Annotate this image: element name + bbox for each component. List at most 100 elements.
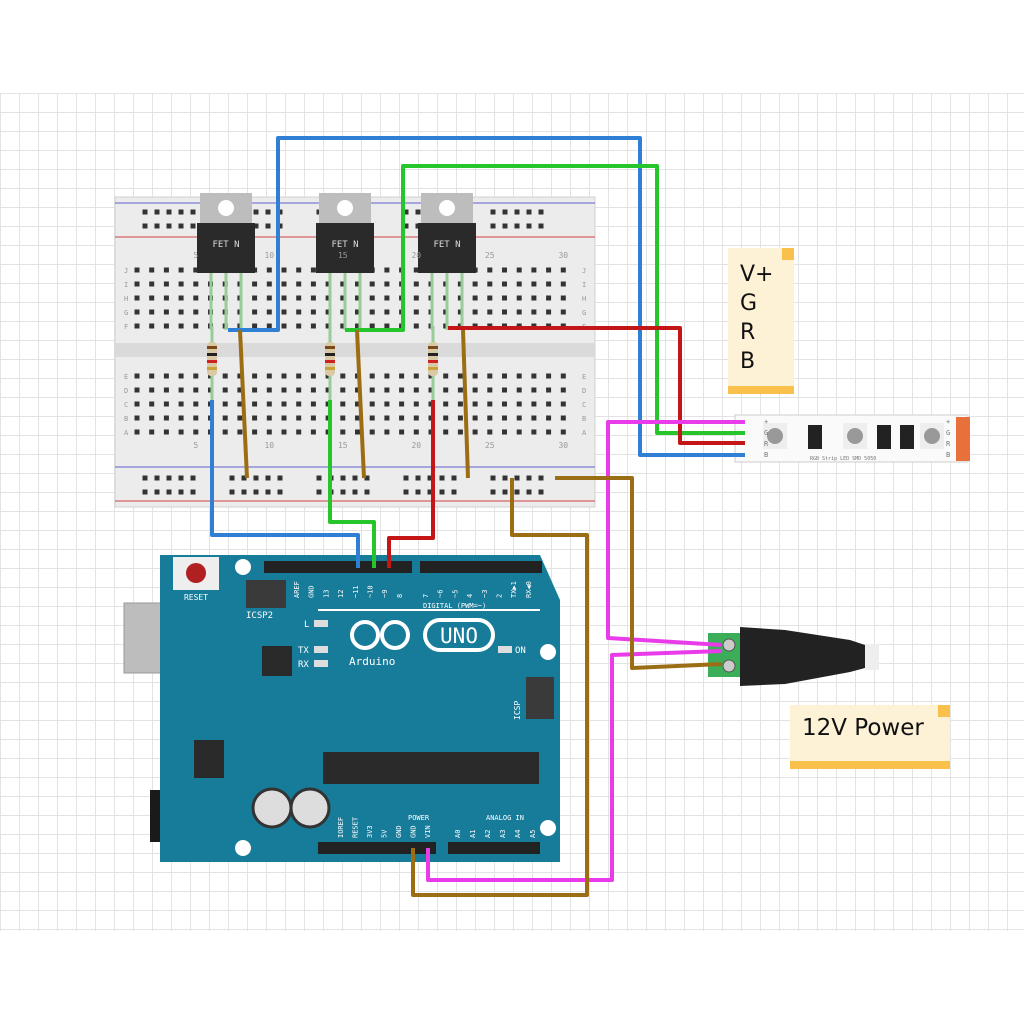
breadboard-hole — [516, 415, 522, 421]
digital-pin-label: RX◀0 — [525, 581, 533, 598]
brown-wire[interactable] — [238, 329, 249, 479]
column-number: 15 — [338, 251, 348, 260]
breadboard-hole — [149, 295, 155, 301]
row-letter: A — [582, 429, 587, 437]
breadboard-hole — [546, 401, 552, 407]
breadboard-hole — [310, 295, 316, 301]
led-l-label: L — [304, 620, 309, 630]
rail-hole — [427, 489, 433, 495]
red-wire[interactable] — [448, 326, 745, 445]
breadboard-hole — [325, 309, 331, 315]
resistor[interactable] — [207, 326, 217, 404]
dc-power-jack[interactable] — [708, 627, 879, 686]
breadboard-hole — [252, 429, 258, 435]
blue-wire[interactable] — [210, 400, 360, 568]
magenta-wire[interactable] — [606, 420, 745, 647]
breadboard-hole — [281, 401, 287, 407]
breadboard-hole — [413, 373, 419, 379]
magenta-wire[interactable] — [426, 649, 723, 882]
rail-hole — [526, 489, 532, 495]
rail-hole — [538, 475, 544, 481]
digital-pin-label: AREF — [293, 581, 301, 598]
rail-hole — [190, 209, 196, 215]
breadboard-hole — [178, 429, 184, 435]
breadboard-hole — [472, 387, 478, 393]
resistor[interactable] — [325, 326, 335, 404]
breadboard-hole — [516, 373, 522, 379]
breadboard-hole — [384, 267, 390, 273]
breadboard-hole — [472, 401, 478, 407]
breadboard-hole — [531, 415, 537, 421]
n-channel-mosfet[interactable]: FET N — [197, 193, 255, 330]
power-pin-label: GND — [395, 825, 403, 838]
rail-hole — [451, 489, 457, 495]
breadboard-hole — [384, 415, 390, 421]
breadboard-hole — [340, 323, 346, 329]
rail-hole — [253, 489, 259, 495]
breadboard-hole — [178, 401, 184, 407]
rail-hole — [142, 475, 148, 481]
icsp2-label: ICSP2 — [246, 611, 273, 621]
rail-hole — [154, 223, 160, 229]
digital-pin-label: ~5 — [451, 590, 459, 598]
rail-hole — [178, 475, 184, 481]
breadboard-hole — [134, 387, 140, 393]
breadboard-hole — [516, 401, 522, 407]
breadboard-hole — [560, 373, 566, 379]
breadboard-hole — [560, 295, 566, 301]
breadboard-hole — [472, 295, 478, 301]
brown-wire[interactable] — [355, 329, 366, 479]
breadboard-hole — [472, 281, 478, 287]
resistor[interactable] — [428, 326, 438, 404]
green-wire[interactable] — [345, 164, 745, 435]
row-letter: C — [124, 401, 128, 409]
breadboard-hole — [443, 415, 449, 421]
rail-hole — [241, 475, 247, 481]
breadboard-hole — [443, 429, 449, 435]
green-wire[interactable] — [328, 400, 376, 568]
strip-pin-label: R — [764, 440, 769, 448]
breadboard-hole — [149, 387, 155, 393]
red-wire[interactable] — [387, 400, 435, 568]
breadboard-hole — [384, 295, 390, 301]
power-pin-label: 5V — [381, 829, 389, 838]
breadboard-hole — [310, 429, 316, 435]
brown-wire[interactable] — [461, 329, 470, 479]
breadboard-hole — [546, 387, 552, 393]
rail-hole — [427, 475, 433, 481]
rail-hole — [265, 489, 271, 495]
breadboard-hole — [457, 415, 463, 421]
breadboard-hole — [310, 281, 316, 287]
breadboard-hole — [560, 387, 566, 393]
rail-hole — [439, 489, 445, 495]
breadboard-hole — [546, 295, 552, 301]
rail-hole — [403, 489, 409, 495]
breadboard-hole — [369, 373, 375, 379]
breadboard-hole — [399, 415, 405, 421]
arduino-uno-board[interactable]: RESET ICSP2 L TX RX ON UNO Arduino DIGIT… — [123, 555, 560, 862]
breadboard-hole — [487, 373, 493, 379]
blue-wire[interactable] — [228, 136, 745, 457]
n-channel-mosfet[interactable]: FET N — [316, 193, 374, 330]
breadboard-hole — [487, 387, 493, 393]
analog-pin-label: A5 — [529, 830, 537, 838]
breadboard-hole — [546, 267, 552, 273]
brown-wire[interactable] — [555, 476, 723, 670]
brown-wire[interactable] — [411, 478, 589, 897]
rail-hole — [526, 223, 532, 229]
rail-hole — [229, 475, 235, 481]
rail-hole — [241, 489, 247, 495]
breadboard-hole — [355, 401, 360, 407]
breadboard-hole — [487, 401, 493, 407]
power-pin-label: IOREF — [337, 817, 345, 838]
breadboard-hole — [266, 281, 272, 287]
digital-pin-label: GND — [308, 585, 316, 598]
breadboard-hole — [457, 309, 463, 315]
breadboard-hole — [296, 387, 302, 393]
rail-hole — [415, 209, 421, 215]
rail-hole — [190, 223, 196, 229]
breadboard-hole — [340, 415, 346, 421]
rail-hole — [340, 475, 346, 481]
n-channel-mosfet[interactable]: FET N — [418, 193, 476, 330]
